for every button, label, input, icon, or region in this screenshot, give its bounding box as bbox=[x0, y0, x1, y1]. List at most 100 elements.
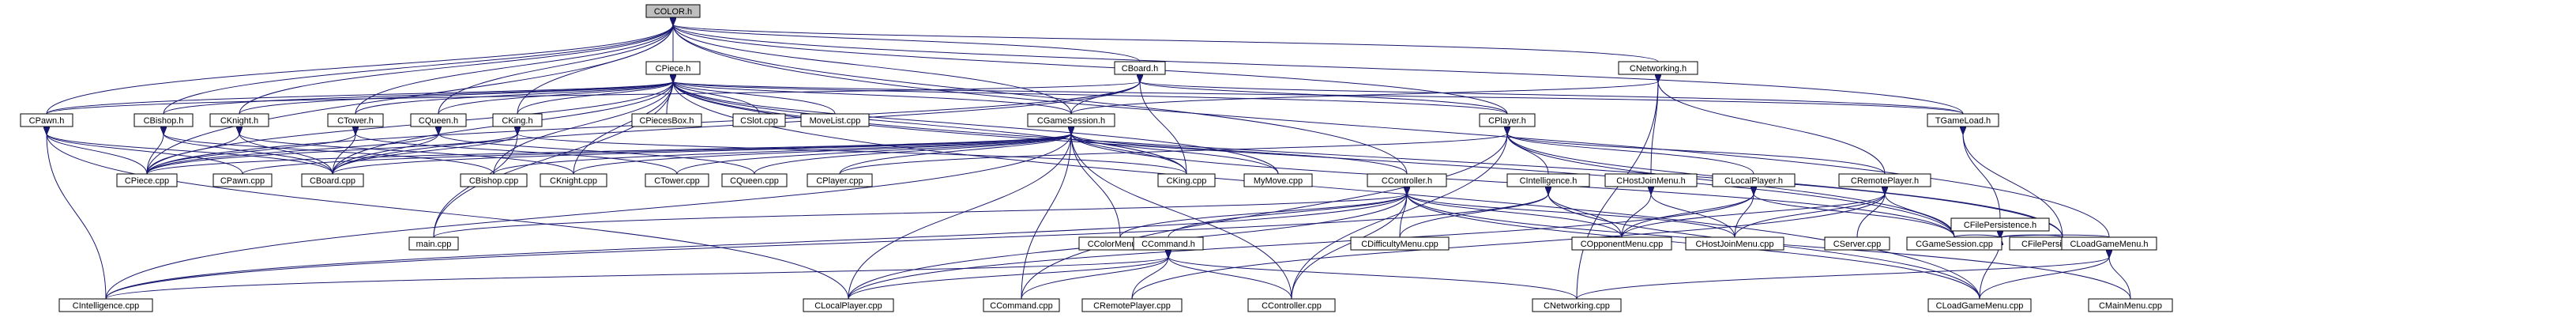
node-cking-cpp[interactable]: CKing.cpp bbox=[1157, 173, 1216, 187]
node-tgameload-h[interactable]: TGameLoad.h bbox=[1927, 113, 1999, 127]
node-chostjoinmenu-cpp[interactable]: CHostJoinMenu.cpp bbox=[1685, 236, 1784, 251]
node-ccommand-cpp[interactable]: CCommand.cpp bbox=[983, 298, 1060, 312]
node-ccommand-h[interactable]: CCommand.h bbox=[1133, 236, 1204, 251]
node-cknight-h[interactable]: CKnight.h bbox=[209, 113, 269, 127]
node-cbishop-cpp[interactable]: CBishop.cpp bbox=[460, 173, 528, 187]
node-cmainmenu-cpp[interactable]: CMainMenu.cpp bbox=[2088, 298, 2173, 312]
edge-cpawn-h-to-clocalplayer-cpp bbox=[47, 134, 849, 300]
node-cbishop-h[interactable]: CBishop.h bbox=[134, 113, 194, 127]
node-cboard-h[interactable]: CBoard.h bbox=[1114, 61, 1166, 75]
node-label: CController.h bbox=[1382, 176, 1432, 186]
edge-cboard-h-to-cplayer-h bbox=[1140, 81, 1508, 115]
node-box bbox=[1027, 113, 1115, 127]
node-movelist-cpp[interactable]: MoveList.cpp bbox=[800, 113, 870, 127]
edge-cbishop-h-to-cpiece-cpp bbox=[146, 134, 164, 175]
node-ccontroller-h[interactable]: CController.h bbox=[1367, 173, 1447, 187]
node-box bbox=[1685, 236, 1784, 251]
node-label: main.cpp bbox=[416, 240, 452, 249]
node-copponentmenu-cpp[interactable]: COpponentMenu.cpp bbox=[1571, 236, 1672, 251]
node-cgamesession-h[interactable]: CGameSession.h bbox=[1027, 113, 1115, 127]
node-cqueen-cpp[interactable]: CQueen.cpp bbox=[721, 173, 788, 187]
edge-ccommand-h-to-cnetworking-cpp bbox=[1168, 257, 1578, 300]
node-cremoteplayer-h[interactable]: CRemotePlayer.h bbox=[1838, 173, 1931, 187]
node-cpawn-cpp[interactable]: CPawn.cpp bbox=[212, 173, 273, 187]
edge-cpiece-h-to-cgamesession-cpp bbox=[673, 81, 1955, 238]
edge-cgamesession-h-to-cintelligence-cpp bbox=[105, 134, 1071, 300]
node-clocalplayer-cpp[interactable]: CLocalPlayer.cpp bbox=[803, 298, 894, 312]
edge-color-h-to-ctower-h bbox=[355, 25, 673, 115]
node-label: CQueen.h bbox=[419, 116, 458, 126]
node-box bbox=[1532, 298, 1622, 312]
node-cpiecesbox-h[interactable]: CPiecesBox.h bbox=[631, 113, 702, 127]
node-cplayer-h[interactable]: CPlayer.h bbox=[1479, 113, 1536, 127]
node-box bbox=[2061, 236, 2157, 251]
edge-ccontroller-h-to-ccommand-h bbox=[1168, 194, 1407, 238]
edge-clocalplayer-h-to-chostjoinmenu-cpp bbox=[1734, 194, 1754, 238]
node-cqueen-h[interactable]: CQueen.h bbox=[410, 113, 467, 127]
node-label: CMainMenu.cpp bbox=[2099, 301, 2162, 311]
node-cslot-cpp[interactable]: CSlot.cpp bbox=[732, 113, 786, 127]
node-ctower-h[interactable]: CTower.h bbox=[327, 113, 384, 127]
node-cplayer-cpp[interactable]: CPlayer.cpp bbox=[807, 173, 873, 187]
node-cgamesession-cpp[interactable]: CGameSession.cpp bbox=[1906, 236, 2003, 251]
node-cpiece-h[interactable]: CPiece.h bbox=[645, 61, 701, 75]
node-cnetworking-cpp[interactable]: CNetworking.cpp bbox=[1532, 298, 1622, 312]
node-ccontroller-cpp[interactable]: CController.cpp bbox=[1247, 298, 1336, 312]
node-cloadgamemenu-h[interactable]: CLoadGameMenu.h bbox=[2061, 236, 2157, 251]
node-cpawn-h[interactable]: CPawn.h bbox=[20, 113, 73, 127]
node-box bbox=[460, 173, 528, 187]
node-cknight-cpp[interactable]: CKnight.cpp bbox=[540, 173, 607, 187]
edge-color-h-to-cbishop-h bbox=[163, 25, 673, 115]
node-box bbox=[803, 298, 894, 312]
node-cremoteplayer-cpp[interactable]: CRemotePlayer.cpp bbox=[1081, 298, 1183, 312]
edge-chostjoinmenu-h-to-copponentmenu-cpp bbox=[1621, 194, 1651, 238]
node-clocalplayer-h[interactable]: CLocalPlayer.h bbox=[1712, 173, 1796, 187]
node-cintelligence-cpp[interactable]: CIntelligence.cpp bbox=[58, 298, 153, 312]
edge-cpiece-h-to-movelist-cpp bbox=[673, 81, 836, 115]
node-chostjoinmenu-h[interactable]: CHostJoinMenu.h bbox=[1604, 173, 1698, 187]
node-main-cpp[interactable]: main.cpp bbox=[408, 236, 459, 251]
node-cintelligence-h[interactable]: CIntelligence.h bbox=[1506, 173, 1590, 187]
node-label: CKing.cpp bbox=[1167, 176, 1207, 186]
node-cpiece-cpp[interactable]: CPiece.cpp bbox=[116, 173, 178, 187]
node-label: CPiece.cpp bbox=[125, 176, 169, 186]
node-label: CCommand.h bbox=[1141, 240, 1195, 249]
node-cboard-cpp[interactable]: CBoard.cpp bbox=[301, 173, 364, 187]
node-color-h[interactable]: COLOR.h bbox=[645, 4, 701, 18]
edge-color-h-to-cgamesession-h bbox=[673, 25, 1072, 115]
node-label: CIntelligence.cpp bbox=[73, 301, 139, 311]
edge-ctower-h-to-cpiece-cpp bbox=[146, 134, 355, 175]
node-cking-h[interactable]: CKing.h bbox=[492, 113, 543, 127]
node-label: CKnight.h bbox=[220, 116, 258, 126]
node-box bbox=[1571, 236, 1672, 251]
node-box bbox=[721, 173, 788, 187]
node-cdifficultymenu-cpp[interactable]: CDifficultyMenu.cpp bbox=[1350, 236, 1450, 251]
edge-tgameload-h-to-cfilepersistence-cpp bbox=[1963, 134, 2063, 238]
node-box bbox=[20, 113, 73, 127]
edge-cgamesession-h-to-ctower-cpp bbox=[676, 134, 1071, 175]
edge-cpawn-h-to-cpiece-cpp bbox=[47, 134, 148, 175]
node-label: CCommand.cpp bbox=[990, 301, 1052, 311]
node-mymove-cpp[interactable]: MyMove.cpp bbox=[1243, 173, 1313, 187]
node-box bbox=[1824, 236, 1890, 251]
edge-color-h-to-cqueen-h bbox=[438, 25, 673, 115]
edge-cnetworking-h-to-cgamesession-h bbox=[1070, 81, 1658, 115]
node-cserver-cpp[interactable]: CServer.cpp bbox=[1824, 236, 1890, 251]
node-cloadgamemenu-cpp[interactable]: CLoadGameMenu.cpp bbox=[1927, 298, 2032, 312]
node-ctower-cpp[interactable]: CTower.cpp bbox=[645, 173, 709, 187]
node-box bbox=[1133, 236, 1204, 251]
node-box bbox=[1712, 173, 1796, 187]
edge-cpiece-h-to-cfilepersistence-cpp bbox=[673, 81, 2063, 238]
node-label: CBishop.cpp bbox=[469, 176, 518, 186]
node-label: CController.cpp bbox=[1262, 301, 1322, 311]
node-cnetworking-h[interactable]: CNetworking.h bbox=[1618, 61, 1698, 75]
edge-cnetworking-h-to-chostjoinmenu-h bbox=[1650, 81, 1658, 175]
node-box bbox=[408, 236, 459, 251]
edge-color-h-to-cnetworking-h bbox=[673, 25, 1659, 62]
edge-ccontroller-h-to-chostjoinmenu-cpp bbox=[1407, 194, 1736, 238]
node-box bbox=[58, 298, 153, 312]
node-cfilepersistence-h[interactable]: CFilePersistence.h bbox=[1950, 217, 2050, 232]
node-label: CNetworking.h bbox=[1630, 64, 1687, 74]
edge-color-h-to-tgameload-h bbox=[673, 25, 1964, 115]
